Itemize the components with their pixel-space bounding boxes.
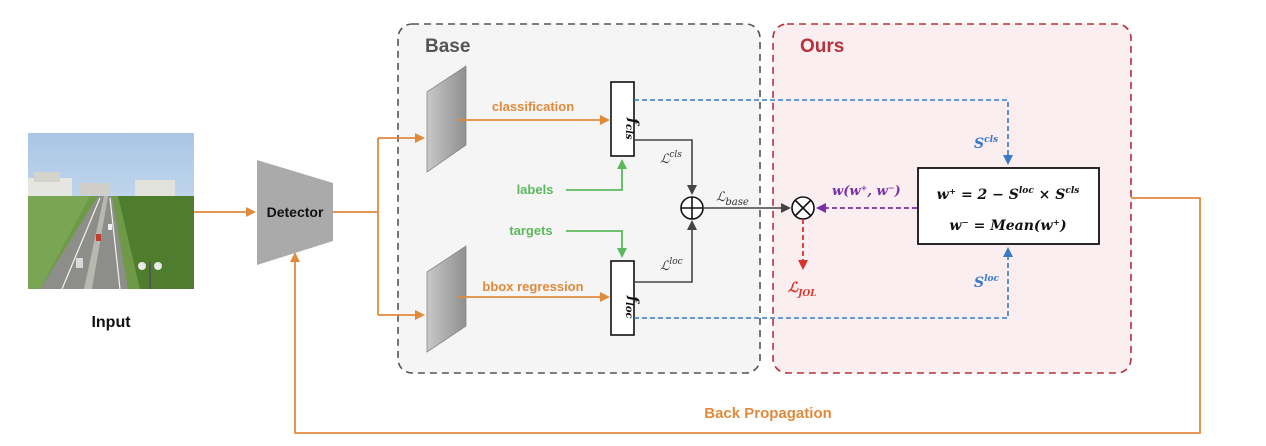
input-image <box>28 133 194 290</box>
s-cls-label: Scls <box>974 135 998 152</box>
detector-block <box>257 160 333 265</box>
targets-arrow <box>566 230 627 258</box>
weight-label: w(w⁺, w⁻) <box>832 184 901 199</box>
loss-base-label: ℒbase <box>716 190 749 208</box>
loss-loc-label: ℒloc <box>660 257 683 274</box>
s-loc-path <box>634 247 1013 319</box>
loss-cls-label: ℒcls <box>660 150 682 167</box>
f-loc-label: floc <box>623 295 641 319</box>
cls-feature-plate <box>426 65 467 173</box>
ours-title: Ours <box>800 36 844 57</box>
detector-split-line <box>333 138 379 213</box>
s-cls-path <box>634 99 1013 165</box>
classification-label: classification <box>492 99 574 114</box>
back-propagation-label: Back Propagation <box>704 405 832 422</box>
base-panel <box>397 23 761 374</box>
back-propagation-path <box>290 197 1201 434</box>
s-loc-label: Sloc <box>974 274 1000 291</box>
formula-box <box>917 167 1100 245</box>
input-label: Input <box>91 314 131 331</box>
targets-label: targets <box>509 223 552 238</box>
bbox-regression-label: bbox regression <box>482 279 583 294</box>
labels-arrow <box>566 159 627 191</box>
labels-label: labels <box>517 182 554 197</box>
base-title: Base <box>425 36 470 57</box>
formula-line2: w⁻ = Mean(w⁺) <box>949 218 1066 234</box>
f-loc-box <box>610 260 635 336</box>
f-cls-box <box>610 81 635 157</box>
loss-cls-path <box>634 139 697 195</box>
detector-label: Detector <box>267 204 324 220</box>
loc-feature-plate <box>426 245 467 353</box>
loss-jol-label: ℒJOL <box>788 280 817 299</box>
loss-loc-path <box>634 220 697 283</box>
formula-line1: w⁺ = 2 − Sloc × Scls <box>937 186 1080 203</box>
f-cls-label: fcls <box>623 117 641 140</box>
multiply-node-b <box>794 199 812 217</box>
